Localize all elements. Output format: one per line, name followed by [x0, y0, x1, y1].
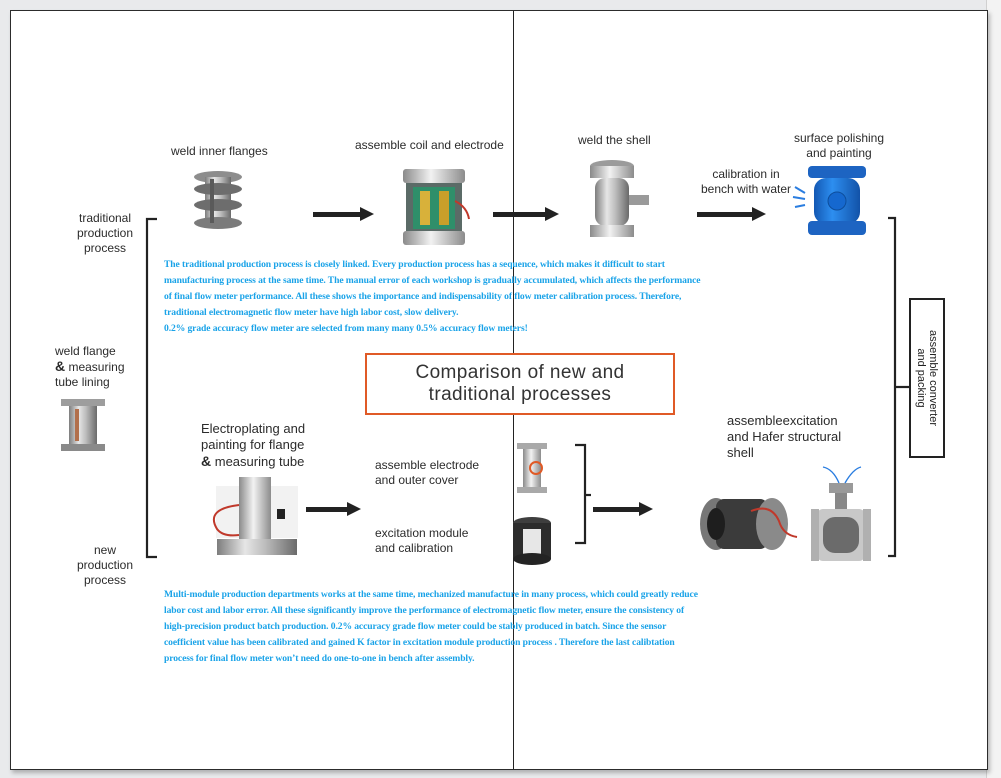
step-surface-polishing-label: surface polishing and painting	[784, 131, 894, 161]
traditional-text-line: The traditional production process is cl…	[164, 259, 665, 270]
traditional-text-line: 0.2% grade accuracy flow meter are selec…	[164, 323, 528, 334]
excitation-module-label: excitation module and calibration	[375, 526, 468, 556]
scrollbar-strip	[986, 0, 1001, 778]
new-text-line: process for final flow meter won’t need …	[164, 653, 475, 664]
electroplating-line-3: measuring tube	[211, 454, 305, 469]
arrow-icon	[593, 502, 653, 516]
new-process-label: new production process	[75, 543, 135, 588]
process-diagram-art	[61, 160, 909, 565]
new-text-line: Multi-module production departments work…	[164, 589, 698, 600]
new-process-description: Multi-module production departments work…	[164, 587, 884, 667]
assemble-electrode-line-2: and outer cover	[375, 473, 459, 487]
ampersand: &	[55, 358, 66, 374]
step-calibration-label: calibration in bench with water	[696, 167, 796, 197]
traditional-text-line: manufacturing process at the same time. …	[164, 275, 701, 286]
new-text-line: coefficient value has been calibrated an…	[164, 637, 675, 648]
hafer-shell-image	[700, 498, 798, 550]
assemble-excitation-line-2: and Hafer structural	[727, 429, 842, 444]
assemble-converter-box: assemble converter and packing	[909, 298, 945, 458]
electrode-cover-image	[517, 443, 547, 493]
electroplating-label: Electroplating and painting for flange &…	[201, 421, 305, 470]
weld-flange-line-2: measuring	[65, 360, 125, 374]
document-page: weld inner flanges assemble coil and ele…	[10, 10, 988, 770]
assemble-excitation-line-3: shell	[727, 445, 754, 460]
welded-shell-image	[590, 160, 649, 237]
assemble-excitation-line-1: assembleexcitation	[727, 413, 838, 428]
weld-flange-line-1: weld flange	[55, 344, 116, 358]
converter-label: assemble converter and packing	[915, 303, 939, 453]
painted-meter-image	[792, 166, 866, 235]
comparison-title-box: Comparison of new and traditional proces…	[365, 353, 675, 415]
new-line-2: production	[76, 558, 134, 572]
new-text-line: labor cost and labor error. All these si…	[164, 605, 685, 616]
coil-electrode-image	[403, 169, 470, 245]
traditional-side-bracket	[888, 216, 909, 558]
converter-line-1: assemble converter	[927, 330, 939, 426]
left-process-bracket	[145, 217, 157, 559]
calibration-line-1: calibration in	[712, 167, 780, 181]
calibration-line-2: bench with water	[700, 182, 792, 196]
traditional-process-label: traditional production process	[75, 211, 135, 256]
excitation-line-2: and calibration	[375, 541, 454, 555]
excitation-module-image	[513, 517, 551, 565]
traditional-description: The traditional production process is cl…	[164, 257, 884, 337]
step-weld-inner-flanges-label: weld inner flanges	[171, 144, 268, 158]
assemble-electrode-line-1: assemble electrode	[375, 458, 480, 472]
weld-flange-label: weld flange & measuring tube lining	[55, 344, 125, 390]
plated-tube-image	[212, 477, 298, 555]
traditional-line-2: production	[76, 226, 134, 240]
weld-flange-line-3: tube lining	[55, 375, 110, 389]
assemble-electrode-label: assemble electrode and outer cover	[375, 458, 479, 488]
traditional-text-line: traditional electromagnetic flow meter h…	[164, 307, 459, 318]
traditional-line-3: process	[83, 241, 127, 255]
electroplating-line-1: Electroplating and	[201, 421, 306, 436]
excitation-line-1: excitation module	[375, 526, 469, 540]
finished-meter-image	[811, 466, 871, 561]
surface-line-2: and painting	[806, 146, 872, 160]
title-line-2: traditional processes	[428, 384, 612, 405]
converter-line-2: and packing	[915, 348, 927, 408]
arrow-icon	[313, 207, 374, 221]
new-line-3: process	[83, 573, 127, 587]
arrow-icon	[493, 207, 559, 221]
ampersand: &	[201, 453, 212, 469]
arrow-icon	[697, 207, 766, 221]
surface-line-1: surface polishing	[793, 131, 885, 145]
traditional-text-line: of final flow meter performance. All the…	[164, 291, 682, 302]
step-weld-shell-label: weld the shell	[578, 133, 651, 147]
new-text-line: high-precision product batch production.…	[164, 621, 667, 632]
arrow-icon	[306, 502, 361, 516]
flange-assembly-image	[194, 171, 242, 229]
title-line-1: Comparison of new and	[415, 362, 625, 383]
new-line-1: new	[93, 543, 116, 557]
electroplating-line-2: painting for flange	[201, 437, 305, 452]
assemble-excitation-label: assembleexcitation and Hafer structural …	[727, 413, 841, 461]
tube-lining-image	[61, 399, 105, 451]
step-assemble-coil-label: assemble coil and electrode	[355, 138, 504, 152]
traditional-line-1: traditional	[78, 211, 132, 225]
module-merge-bracket	[575, 443, 591, 545]
